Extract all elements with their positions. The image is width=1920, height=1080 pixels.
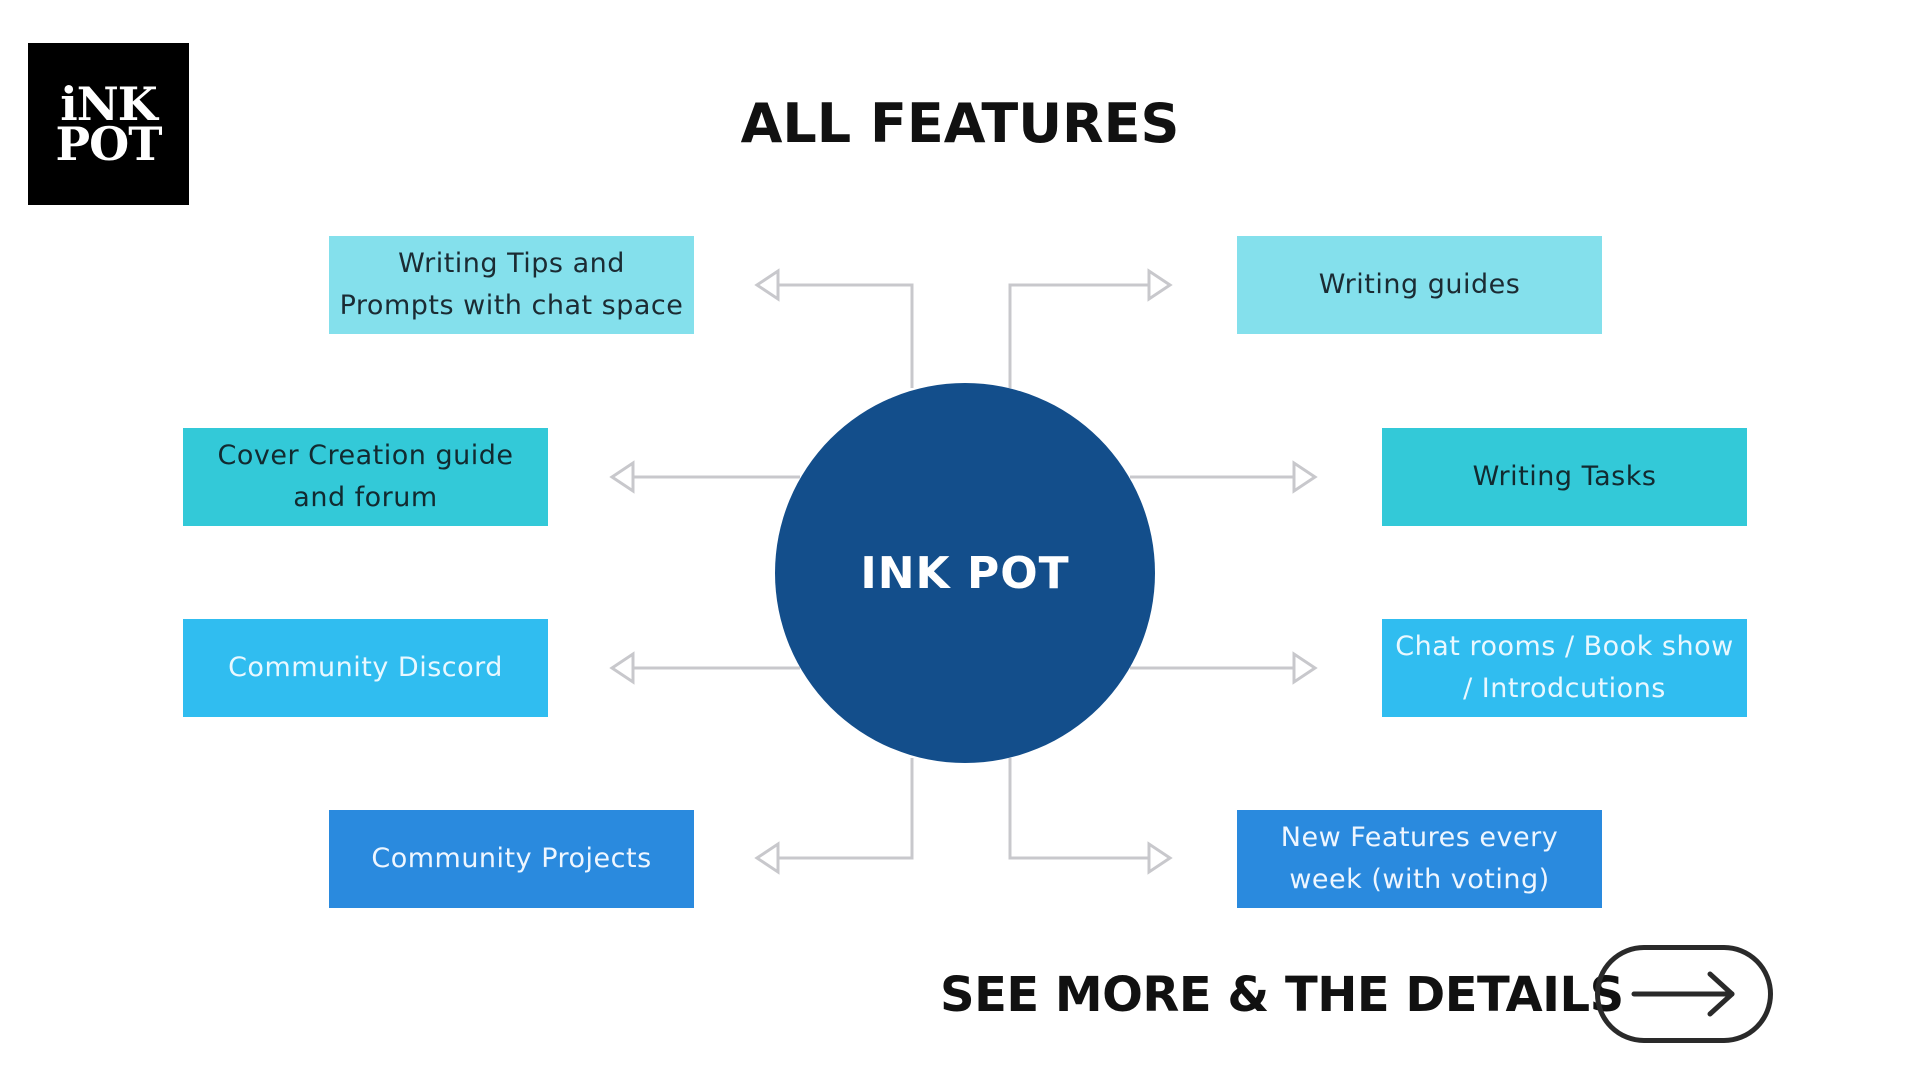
logo-line-1: iNK bbox=[60, 77, 158, 131]
arrowhead-mid-left-2 bbox=[609, 651, 635, 685]
feature-label: Community Projects bbox=[371, 843, 652, 874]
feature-chat-rooms: Chat rooms / Book show / Introdcutions bbox=[1382, 619, 1747, 717]
feature-label: Chat rooms / Book show / Introdcutions bbox=[1395, 631, 1734, 704]
arrowhead-bottom-right bbox=[1147, 841, 1173, 875]
arrowhead-mid-right-2 bbox=[1292, 651, 1318, 685]
feature-label: Writing Tips and Prompts with chat space bbox=[339, 248, 684, 321]
arrowhead-top-right bbox=[1147, 268, 1173, 302]
arrowhead-mid-left-1 bbox=[609, 460, 635, 494]
connector-top-right bbox=[1008, 283, 1160, 388]
feature-community-discord: Community Discord bbox=[183, 619, 548, 717]
see-more-text[interactable]: SEE MORE & THE DETAILS bbox=[940, 967, 1624, 1023]
arrow-right-icon bbox=[1631, 971, 1735, 1017]
feature-writing-guides: Writing guides bbox=[1237, 236, 1602, 334]
arrowhead-bottom-left bbox=[754, 841, 780, 875]
logo-line-2: POT bbox=[55, 117, 163, 171]
hub-label: INK POT bbox=[860, 547, 1070, 599]
feature-new-features: New Features every week (with voting) bbox=[1237, 810, 1602, 908]
feature-label: Community Discord bbox=[228, 652, 503, 683]
hub-circle: INK POT bbox=[775, 383, 1155, 763]
connector-bottom-left bbox=[760, 758, 914, 860]
feature-label: New Features every week (with voting) bbox=[1280, 822, 1559, 895]
feature-label: Writing guides bbox=[1318, 269, 1521, 300]
see-more-button[interactable] bbox=[1595, 945, 1773, 1043]
arrowhead-top-left bbox=[754, 268, 780, 302]
feature-writing-tips: Writing Tips and Prompts with chat space bbox=[329, 236, 694, 334]
inkpot-logo: iNK POT bbox=[28, 43, 189, 205]
feature-cover-creation: Cover Creation guide and forum bbox=[183, 428, 548, 526]
connector-top-left bbox=[760, 283, 914, 388]
arrowhead-mid-right-1 bbox=[1292, 460, 1318, 494]
feature-label: Cover Creation guide and forum bbox=[217, 440, 514, 513]
connector-bottom-right bbox=[1008, 758, 1160, 860]
feature-writing-tasks: Writing Tasks bbox=[1382, 428, 1747, 526]
page-title: ALL FEATURES bbox=[740, 92, 1180, 155]
feature-label: Writing Tasks bbox=[1472, 461, 1657, 492]
feature-community-projects: Community Projects bbox=[329, 810, 694, 908]
